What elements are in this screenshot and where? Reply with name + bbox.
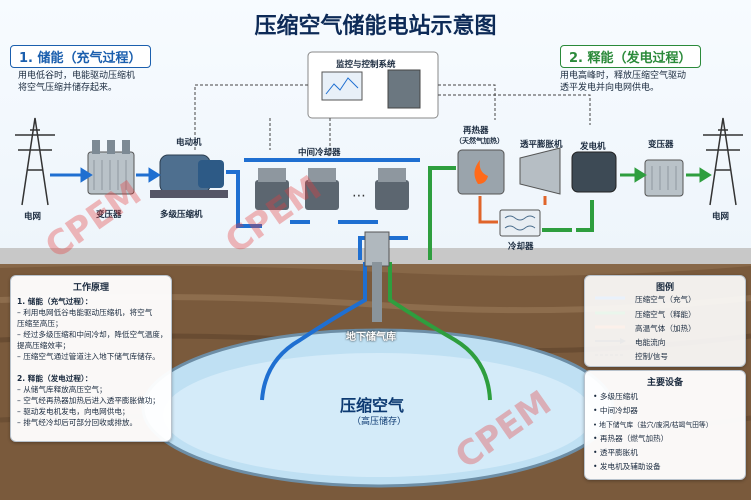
principle-panel: 工作原理 1. 储能（充气过程）： – 利用电网低谷电能驱动压缩机，将空气 压缩…: [10, 275, 172, 442]
principle-line: 提高压缩效率；: [17, 341, 71, 350]
legend-item: 压缩空气（充气）: [635, 295, 696, 304]
equipment-item: • 再热器（燃气加热）: [593, 434, 669, 443]
cooler-label: 冷却器: [508, 242, 534, 252]
principle-line: – 驱动发电机发电，向电网供电；: [17, 407, 130, 416]
control-system-label: 监控与控制系统: [336, 60, 396, 70]
bullet-icon: •: [593, 392, 600, 401]
grid-tower-left-icon: [15, 117, 55, 206]
compressed-air-label: 压缩空气: [340, 396, 405, 415]
page-title: 压缩空气储能电站示意图: [254, 14, 497, 39]
bullet-icon: •: [593, 406, 600, 415]
principle-line: – 压缩空气通过管道注入地下储气库储存。: [17, 352, 160, 361]
grid-right-label: 电网: [712, 212, 730, 222]
bullet-icon: •: [593, 421, 600, 429]
svg-text:⋯: ⋯: [352, 188, 366, 204]
heat-lines: [478, 196, 547, 224]
reheater-icon: [457, 149, 505, 195]
transformer-right-icon: [644, 159, 684, 197]
monitor-trend: [325, 77, 359, 95]
well-shaft: [372, 262, 382, 322]
charge-desc-line-2: 将空气压缩并储存起来。: [18, 83, 118, 93]
compressed-air-sub-label: （高压储存）: [352, 417, 407, 427]
transformer-left-label: 变压器: [96, 210, 122, 220]
principle-line: – 排气经冷却后可部分回收或排放。: [17, 418, 138, 427]
cavern-inner: [163, 353, 593, 477]
charge-air-pipes: [226, 158, 420, 401]
equipment-item: • 发电机及辅助设备: [593, 462, 661, 471]
principle-line: 1. 储能（充气过程）：: [17, 297, 93, 306]
discharge-desc-line-1: 用电高峰时，释放压缩空气驱动: [560, 71, 687, 81]
principle-line: – 经过多级压缩和中间冷却，降低空气温度，: [17, 330, 168, 339]
grid-left-label: 电网: [24, 212, 42, 222]
generator-label: 发电机: [580, 142, 606, 152]
legend-item: 高温气体（加热）: [635, 324, 696, 333]
grid-tower-right-icon: [703, 117, 743, 206]
reheater-label: 再热器: [463, 126, 489, 136]
discharge-section-label: 2. 释能（发电过程）: [560, 45, 701, 68]
compressor-label: 多级压缩机: [160, 210, 203, 220]
discharge-air-pipes: [388, 166, 594, 401]
principle-title: 工作原理: [72, 283, 109, 293]
legend-title: 图例: [655, 283, 674, 293]
intercooler-label: 中间冷却器: [298, 148, 341, 158]
cooler-icon: [499, 209, 541, 237]
principle-line: – 利用电网低谷电能驱动压缩机，将空气: [17, 308, 153, 317]
bullet-icon: •: [593, 462, 600, 471]
wellhead-icon: [364, 231, 390, 267]
power-flow-discharge: [620, 167, 712, 183]
motor-label: 电动机: [176, 138, 202, 148]
equipment-item: • 中间冷却器: [593, 406, 638, 415]
transformer-right-label: 变压器: [648, 140, 674, 150]
equipment-item: • 多级压缩机: [593, 392, 638, 401]
equipment-item: • 透平膨胀机: [593, 448, 638, 457]
motor-compressor-icon: [150, 154, 228, 198]
control-signal-lines: [194, 84, 591, 160]
bullet-icon: •: [593, 448, 600, 457]
principle-line: 2. 释能（发电过程）：: [17, 374, 93, 383]
charge-desc-line-1: 用电低谷时，电能驱动压缩机: [18, 71, 136, 81]
legend-item: 压缩空气（释能）: [635, 310, 696, 319]
equipment-item: • 地下储气库（盐穴/废洞/枯竭气田等）: [593, 421, 713, 429]
charge-section-label: 1. 储能（充气过程）: [10, 45, 151, 68]
power-flow-charge: [50, 167, 161, 183]
reheater-sub-label: （天然气加热）: [455, 137, 504, 145]
storage-label: 地下储气库: [346, 332, 396, 343]
turbine-icon: [519, 147, 561, 195]
bullet-icon: •: [593, 434, 600, 443]
principle-line: 压缩至高压；: [17, 319, 63, 328]
principle-line: – 从储气库释放高压空气；: [17, 385, 107, 394]
control-cabinet-icon: [387, 69, 421, 109]
principle-line: – 空气经再热器加热后进入透平膨胀做功；: [17, 396, 160, 405]
turbine-label: 透平膨胀机: [520, 140, 563, 150]
equipment-title: 主要设备: [646, 378, 683, 388]
transformer-left-icon: [87, 140, 135, 195]
equipment-panel: 主要设备 • 多级压缩机 • 中间冷却器 • 地下储气库（盐穴/废洞/枯竭气田等…: [584, 370, 746, 480]
intercooler-units-icon: ⋯: [255, 168, 409, 210]
discharge-desc-line-2: 透平发电并向电网供电。: [560, 83, 660, 93]
generator-icon: [571, 151, 617, 193]
legend-panel: 图例 压缩空气（充气） 压缩空气（释能） 高温气体（加热） 电能流向 控制/信号: [584, 275, 746, 367]
legend-item: 电能流向: [635, 338, 666, 347]
legend-item: 控制/信号: [635, 352, 668, 361]
